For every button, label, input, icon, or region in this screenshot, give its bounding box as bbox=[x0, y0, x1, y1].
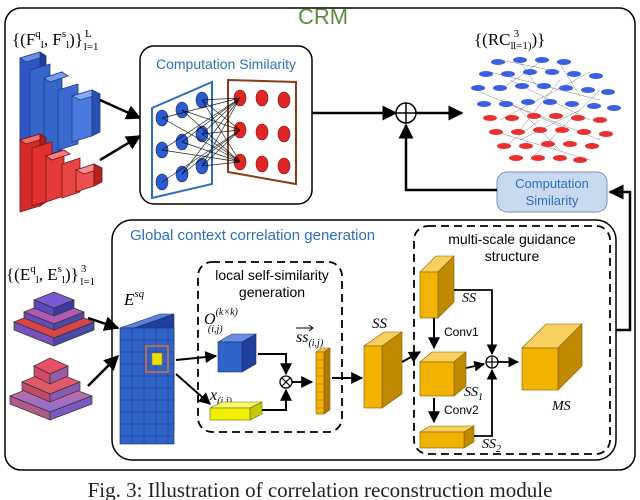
ms-ss-block bbox=[419, 255, 455, 319]
conv2-label: Conv2 bbox=[444, 403, 479, 417]
ss-main-label: SS bbox=[372, 316, 388, 332]
arrow-ss1-to-sum bbox=[465, 360, 486, 372]
ss-main-block bbox=[363, 331, 403, 409]
svg-text:O(k×k)(i,j): O(k×k)(i,j) bbox=[204, 307, 239, 335]
ms-sum-operator-icon bbox=[485, 355, 499, 369]
arrow-ss2-to-sum bbox=[474, 368, 498, 437]
ms-ss2-block bbox=[418, 425, 476, 449]
x-label: x(i,j) bbox=[209, 387, 232, 407]
arrow-e-query bbox=[87, 316, 120, 331]
support-pyramid-stack bbox=[9, 357, 93, 421]
arrow-x-to-mult bbox=[262, 388, 292, 411]
local-self-similarity-title-1: local self-similarity bbox=[215, 267, 329, 283]
ms-ss-label: SS bbox=[462, 291, 476, 306]
arrow-e-to-o bbox=[175, 351, 218, 364]
ms-ss2-label: SS2 bbox=[482, 437, 501, 455]
sum-operator-icon bbox=[395, 102, 417, 124]
side-computation-similarity-line1: Computation bbox=[515, 176, 589, 191]
computation-similarity-title: Computation Similarity bbox=[156, 56, 296, 72]
svg-text:x(i,j): x(i,j) bbox=[209, 387, 232, 407]
ms-block bbox=[521, 323, 583, 391]
multi-scale-title-2: structure bbox=[485, 248, 540, 264]
ms-label: MS bbox=[551, 399, 571, 414]
arrow-o-to-mult bbox=[258, 353, 292, 376]
global-context-title: Global context correlation generation bbox=[130, 227, 375, 244]
local-self-similarity-box bbox=[197, 261, 343, 433]
arrow-e-support bbox=[87, 354, 120, 387]
arrow-f-query bbox=[99, 98, 142, 120]
support-feature-stack bbox=[19, 133, 104, 213]
figure-caption: Fig. 3: Illustration of correlation reco… bbox=[87, 478, 553, 500]
svg-text:{(Eql, Esl)}3l=1: {(Eql, Esl)}3l=1 bbox=[6, 263, 95, 288]
side-to-sum-path bbox=[398, 123, 497, 192]
arrow-e-to-x bbox=[175, 373, 211, 405]
crm-title: CRM bbox=[298, 4, 348, 29]
ms-ss1-block bbox=[419, 351, 467, 397]
feedback-path bbox=[608, 184, 632, 332]
multi-scale-title-1: multi-scale guidance bbox=[448, 231, 576, 247]
side-computation-similarity-line2: Similarity bbox=[526, 193, 579, 208]
arrow-f-support bbox=[99, 134, 142, 162]
multi-scale-box bbox=[413, 225, 611, 455]
conv1-label: Conv1 bbox=[444, 325, 479, 339]
esq-label: Esq bbox=[123, 288, 145, 309]
svg-text:{(Fql, Fsl)}Ll=1: {(Fql, Fsl)}Ll=1 bbox=[12, 28, 98, 53]
arrow-ss-to-multiscale bbox=[401, 351, 422, 363]
side-computation-similarity-box bbox=[496, 171, 608, 213]
x-block bbox=[209, 401, 263, 421]
crm-outer-box bbox=[4, 7, 636, 471]
similarity-connections bbox=[161, 97, 241, 183]
o-label: O(k×k)(i,j) bbox=[204, 307, 239, 335]
global-context-box bbox=[111, 219, 617, 461]
ss-vector-label: ss(i,j) bbox=[296, 324, 324, 349]
output-graph bbox=[471, 57, 621, 163]
arrow-ss-to-sum bbox=[454, 289, 498, 356]
support-node-panel bbox=[227, 78, 297, 186]
local-self-similarity-title-2: generation bbox=[239, 284, 305, 300]
query-pyramid-stack bbox=[13, 291, 95, 347]
ss-vector-bar bbox=[315, 347, 331, 415]
multiply-operator-icon bbox=[279, 375, 293, 389]
esq-feature-block bbox=[119, 313, 175, 445]
ms-ss1-label: SS1 bbox=[464, 385, 483, 403]
o-block bbox=[216, 333, 258, 373]
svg-text:Esq: Esq bbox=[123, 288, 145, 309]
svg-text:ss(i,j): ss(i,j) bbox=[296, 329, 324, 349]
